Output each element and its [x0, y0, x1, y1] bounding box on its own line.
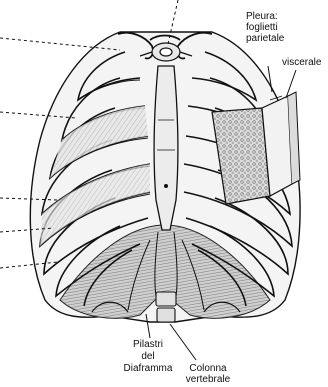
sternum: [154, 66, 178, 230]
label-del: del: [120, 352, 176, 362]
label-pilastri: Pilastri: [120, 340, 176, 350]
label-vertebrale: vertebrale: [176, 375, 240, 385]
label-parietale: parietale: [246, 34, 284, 44]
label-colonna: Colonna: [176, 364, 240, 374]
label-diaframma: Diaframma: [120, 364, 176, 374]
label-pleura: Pleura:: [246, 12, 278, 22]
label-foglietti: foglietti: [246, 23, 278, 33]
label-viscerale: viscerale: [282, 58, 321, 68]
